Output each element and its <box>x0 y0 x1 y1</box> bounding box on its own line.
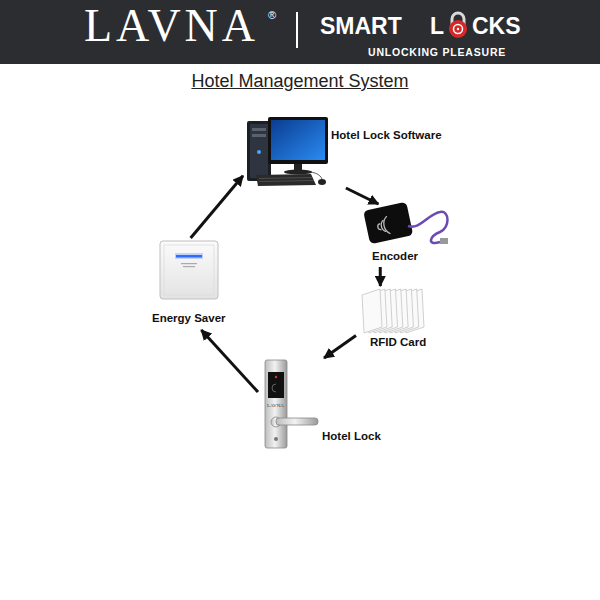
energy-saver-node: Energy Saver <box>148 238 230 330</box>
hotel-lock-illustration <box>274 437 278 441</box>
computer-illustration <box>250 124 268 178</box>
encoder-node: Encoder <box>360 204 452 267</box>
flow-arrow <box>201 330 258 392</box>
computer-illustration <box>308 172 322 179</box>
encoder-illustration <box>382 216 390 235</box>
lock-brand-mark: LAVNA <box>267 403 284 408</box>
card-node: RFID Card <box>356 286 432 353</box>
diagram-title: Hotel Management System <box>0 70 600 92</box>
padlock-icon <box>457 28 459 30</box>
lock-node: Hotel Lock <box>258 358 385 450</box>
computer-illustration <box>268 117 328 164</box>
hotel-lock-illustration <box>276 418 318 425</box>
energy-saver-illustration <box>160 241 218 299</box>
node-label: Energy Saver <box>152 312 226 325</box>
hotel-lock-illustration <box>275 376 277 378</box>
computer-illustration <box>259 178 312 179</box>
brand-name: LAVNA <box>84 3 259 49</box>
energy-saver-illustration <box>181 263 197 264</box>
computer-illustration <box>247 121 271 181</box>
node-label: Encoder <box>372 250 418 263</box>
node-label: RFID Card <box>370 336 426 349</box>
software-node: Hotel Lock Software <box>243 112 453 188</box>
computer-illustration <box>256 174 316 186</box>
computer-illustration <box>259 181 314 182</box>
flow-arrow <box>346 188 379 204</box>
energy-saver-illustration <box>164 245 214 295</box>
node-label: Hotel Lock <box>322 430 381 443</box>
product-word: L <box>430 15 444 38</box>
padlock-icon <box>449 13 467 38</box>
product-word: CKS <box>472 15 521 38</box>
hotel-lock-illustration <box>272 384 276 392</box>
padlock-icon <box>449 20 467 38</box>
computer-illustration <box>252 134 266 137</box>
node-label: Hotel Lock Software <box>331 129 442 142</box>
header-band <box>0 0 600 64</box>
hotel-lock-illustration <box>268 372 284 398</box>
rfid-cards-illustration <box>362 289 382 333</box>
padlock-icon <box>454 25 463 34</box>
encoder-illustration <box>363 202 413 244</box>
energy-saver-illustration <box>176 255 202 258</box>
flow-arrow <box>324 336 356 358</box>
encoder-illustration <box>380 220 386 232</box>
encoder-illustration <box>440 238 448 244</box>
hotel-lock-illustration <box>265 360 287 448</box>
tagline: UNLOCKING PLEASURE <box>368 47 506 58</box>
computer-illustration <box>271 120 325 160</box>
computer-illustration <box>318 179 326 185</box>
energy-saver-illustration <box>175 253 203 259</box>
computer-illustration <box>284 170 312 175</box>
header-band <box>0 0 600 64</box>
flow-arrow <box>191 176 243 238</box>
energy-saver-illustration <box>160 241 218 299</box>
product-word: SMART <box>320 15 402 38</box>
encoder-illustration <box>363 202 448 244</box>
rfid-cards-illustration <box>362 289 424 333</box>
computer-illustration <box>257 150 261 154</box>
computer-illustration <box>247 117 328 186</box>
flow-arrow <box>379 267 382 286</box>
registered-mark: ® <box>268 10 276 21</box>
hotel-lock-illustration <box>265 360 318 448</box>
header-band <box>296 12 298 48</box>
encoder-illustration <box>363 202 413 244</box>
energy-saver-illustration <box>183 266 195 267</box>
computer-illustration <box>252 128 266 131</box>
